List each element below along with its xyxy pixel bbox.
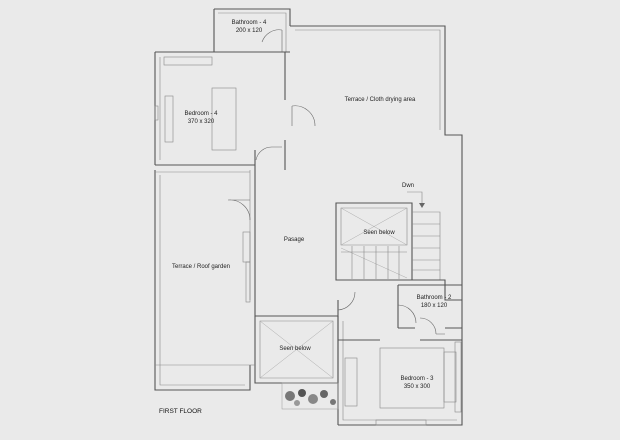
- bedroom-4-size: 370 x 320: [188, 119, 215, 125]
- stair-seen-below-label: Seen below: [363, 230, 395, 236]
- bedroom-3-size: 350 x 300: [404, 384, 431, 390]
- bedroom-4-label: Bedroom - 4: [184, 111, 218, 117]
- pasage-label: Pasage: [284, 237, 305, 243]
- terrace-roof-label: Terrace / Roof garden: [172, 264, 230, 270]
- walls: [154, 8, 463, 426]
- void-seen-below-label: Seen below: [279, 346, 311, 352]
- windows: [154, 56, 462, 426]
- bathroom-2-label: Bathroom - 2: [417, 295, 452, 301]
- bathroom-2-size: 180 x 120: [421, 303, 448, 309]
- bathroom-4-label: Bathroom - 4: [232, 20, 267, 26]
- stair-treads: [341, 223, 440, 279]
- floor-caption: FIRST FLOOR: [159, 408, 202, 415]
- dwn-label: Dwn: [402, 183, 414, 189]
- bedroom-3-label: Bedroom - 3: [400, 376, 434, 382]
- plant-icons: [281, 382, 339, 410]
- doors: [227, 29, 445, 335]
- down-arrow-icon: [407, 191, 425, 208]
- bathroom-4-size: 200 x 120: [236, 28, 263, 34]
- terrace-cloth-label: Terrace / Cloth drying area: [345, 97, 416, 103]
